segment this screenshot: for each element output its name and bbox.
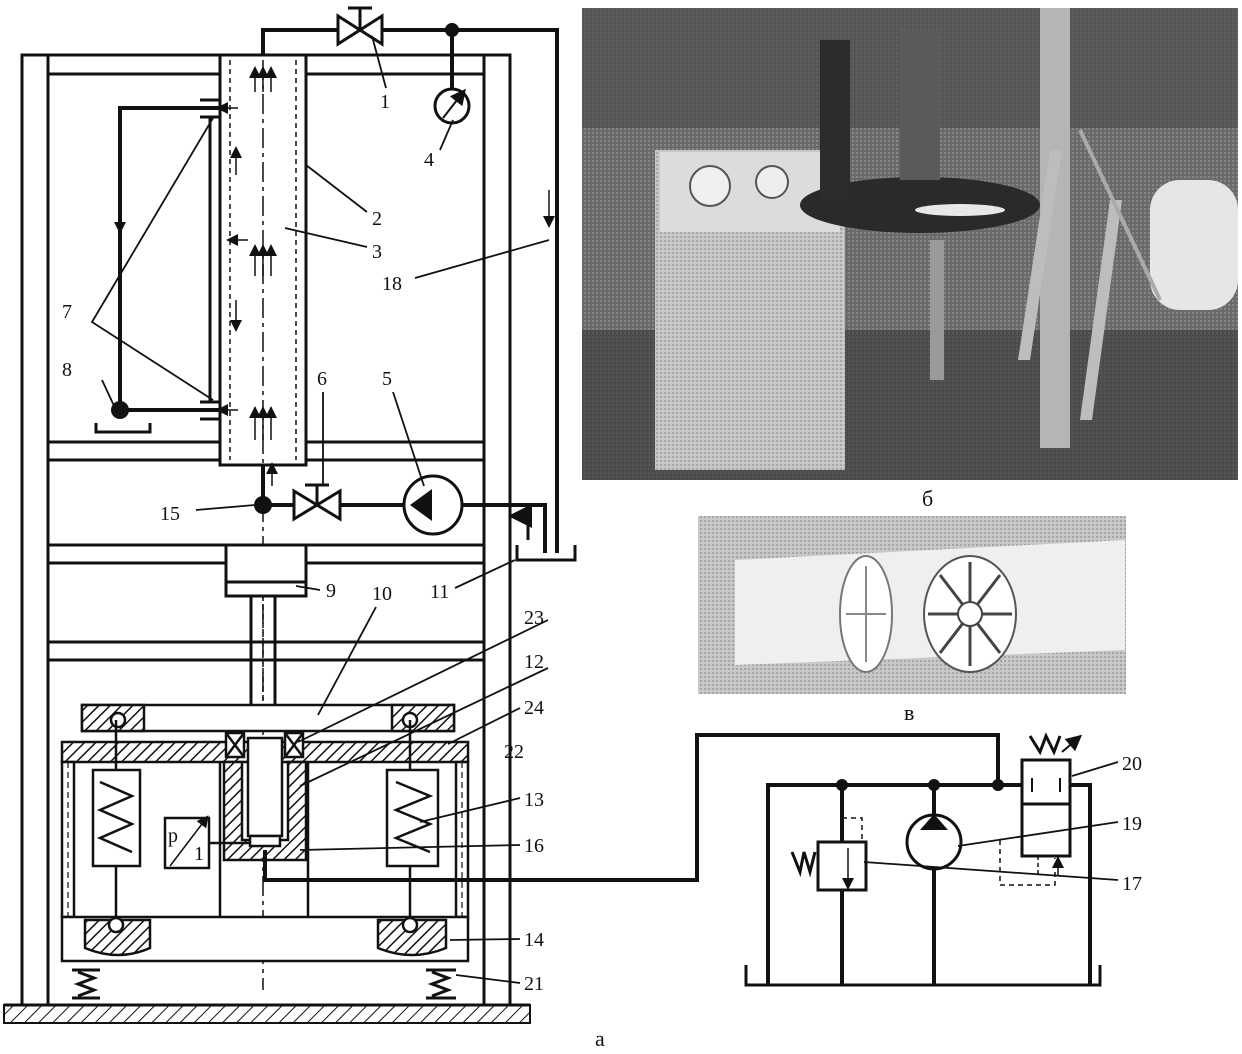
tank-11 bbox=[508, 504, 577, 562]
test-rig-photo bbox=[582, 8, 1238, 480]
hydraulic-pipe bbox=[263, 733, 1000, 882]
piston-rod bbox=[224, 543, 308, 705]
top-plate-10 bbox=[80, 703, 456, 733]
label-12: 12 bbox=[524, 651, 544, 673]
label-22: 22 bbox=[504, 741, 524, 763]
leader-lines bbox=[101, 35, 1119, 984]
junction-8 bbox=[111, 401, 129, 419]
spring-right bbox=[385, 720, 440, 925]
label-4: 4 bbox=[424, 149, 434, 171]
gauge-4 bbox=[433, 87, 471, 125]
label-11: 11 bbox=[430, 581, 449, 603]
label-3: 3 bbox=[372, 241, 382, 263]
label-1: 1 bbox=[380, 91, 390, 113]
pump-5 bbox=[402, 474, 464, 536]
valve-6 bbox=[292, 483, 342, 522]
relief-valve-17 bbox=[790, 840, 868, 892]
label-9: 9 bbox=[326, 580, 336, 602]
flow-arrows bbox=[114, 66, 555, 486]
valve-20 bbox=[1020, 732, 1083, 876]
label-20: 20 bbox=[1122, 753, 1142, 775]
callout-labels: 1 2 3 4 5 6 7 8 9 10 11 12 13 14 15 16 1… bbox=[62, 91, 1142, 995]
label-14: 14 bbox=[524, 929, 544, 951]
filter-element-photo bbox=[698, 516, 1126, 694]
valve-1 bbox=[336, 6, 384, 47]
top-pipe bbox=[261, 28, 559, 553]
label-5: 5 bbox=[382, 368, 392, 390]
label-13: 13 bbox=[524, 789, 544, 811]
pressure-sensor bbox=[163, 815, 250, 870]
label-21: 21 bbox=[524, 973, 544, 995]
label-19: 19 bbox=[1122, 813, 1142, 835]
feet-21 bbox=[72, 968, 456, 1000]
caption-a: а bbox=[595, 1026, 605, 1051]
label-6: 6 bbox=[317, 368, 327, 390]
caption-b: б bbox=[922, 486, 933, 511]
supports-14 bbox=[83, 916, 448, 957]
return-line bbox=[94, 98, 220, 434]
label-18: 18 bbox=[382, 273, 402, 295]
label-2: 2 bbox=[372, 208, 382, 230]
label-16: 16 bbox=[524, 835, 544, 857]
label-15: 15 bbox=[160, 503, 180, 525]
label-17: 17 bbox=[1122, 873, 1142, 895]
sensor-p: p bbox=[168, 825, 178, 847]
pump-19 bbox=[905, 813, 963, 871]
spring-left bbox=[91, 720, 142, 925]
label-10: 10 bbox=[372, 583, 392, 605]
sensor-1: 1 bbox=[194, 843, 204, 865]
label-8: 8 bbox=[62, 359, 72, 381]
junction-15 bbox=[254, 496, 272, 514]
label-24: 24 bbox=[524, 697, 544, 719]
caption-v: в bbox=[904, 700, 914, 725]
label-7: 7 bbox=[62, 301, 72, 323]
label-23: 23 bbox=[524, 607, 544, 629]
ground-hatch bbox=[3, 1004, 531, 1024]
